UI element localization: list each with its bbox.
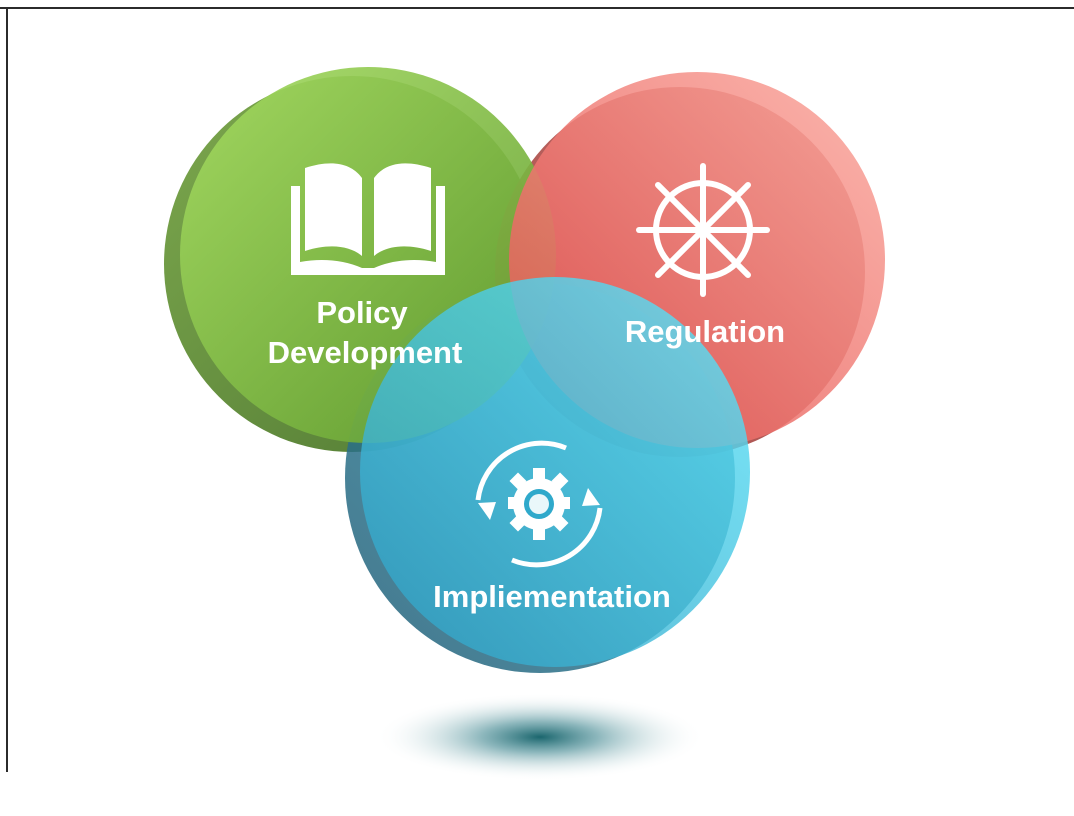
gear-cycle-icon	[475, 440, 603, 568]
policy-label-line-2: Development	[268, 335, 463, 370]
policy-label-line-1: Policy	[316, 295, 408, 330]
ship-wheel-icon	[636, 163, 770, 297]
slide-frame-top	[0, 7, 1074, 9]
regulation-label: Regulation	[625, 314, 785, 349]
slide-frame-left	[6, 7, 8, 772]
open-book-icon	[291, 163, 445, 275]
implementation-label: Impliementation	[433, 579, 671, 614]
implementation-circle	[360, 277, 750, 667]
floor-shadow	[375, 693, 705, 781]
